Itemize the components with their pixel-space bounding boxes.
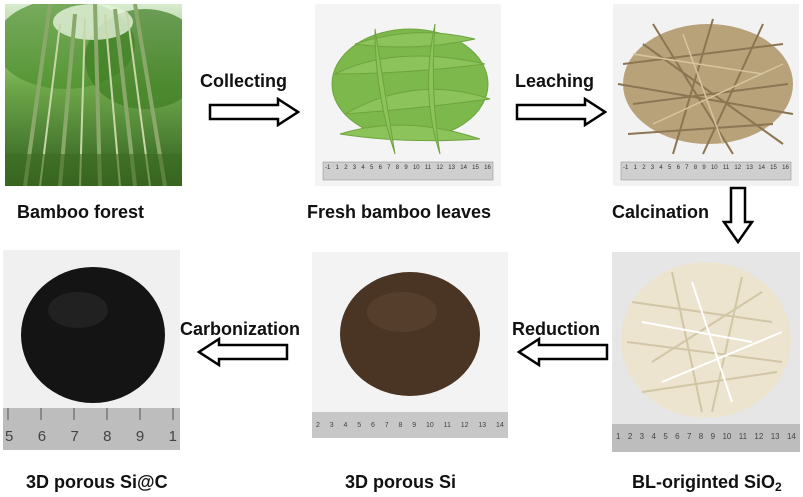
caption-bl-sio2-text: BL-originted SiO bbox=[632, 472, 775, 492]
bl-sio2-image bbox=[612, 262, 800, 452]
step-reduction-label: Reduction bbox=[512, 319, 600, 339]
leached-leaves-image bbox=[617, 18, 794, 181]
caption-bl-sio2-subscript: 2 bbox=[775, 480, 782, 494]
arrow-right-icon bbox=[208, 97, 300, 127]
porous-sic-image bbox=[3, 267, 180, 450]
ruler-fresh bbox=[322, 161, 494, 181]
caption-porous-si: 3D porous Si bbox=[345, 472, 457, 492]
fresh-leaves-image bbox=[322, 23, 494, 181]
arrow-right-icon bbox=[515, 97, 607, 127]
bamboo-forest-image bbox=[5, 4, 182, 186]
step-carbonization-label: Carbonization bbox=[180, 319, 300, 339]
caption-porous-sic: 3D porous Si@C bbox=[26, 472, 168, 492]
arrow-left-icon bbox=[517, 337, 609, 367]
step-collecting-label: Collecting bbox=[200, 71, 288, 91]
ruler-leached bbox=[620, 161, 792, 181]
bamboo-forest-photo bbox=[5, 4, 182, 186]
caption-bamboo-forest: Bamboo forest bbox=[17, 202, 145, 222]
step-leaching-label: Leaching bbox=[515, 71, 595, 91]
caption-fresh-leaves: Fresh bamboo leaves bbox=[307, 202, 492, 222]
arrow-left-icon bbox=[197, 337, 289, 367]
caption-bl-sio2: BL-originted SiO2 bbox=[632, 472, 782, 494]
arrow-down-icon bbox=[722, 186, 754, 244]
porous-si-image bbox=[312, 272, 508, 438]
step-calcination-label: Calcination bbox=[612, 202, 710, 222]
